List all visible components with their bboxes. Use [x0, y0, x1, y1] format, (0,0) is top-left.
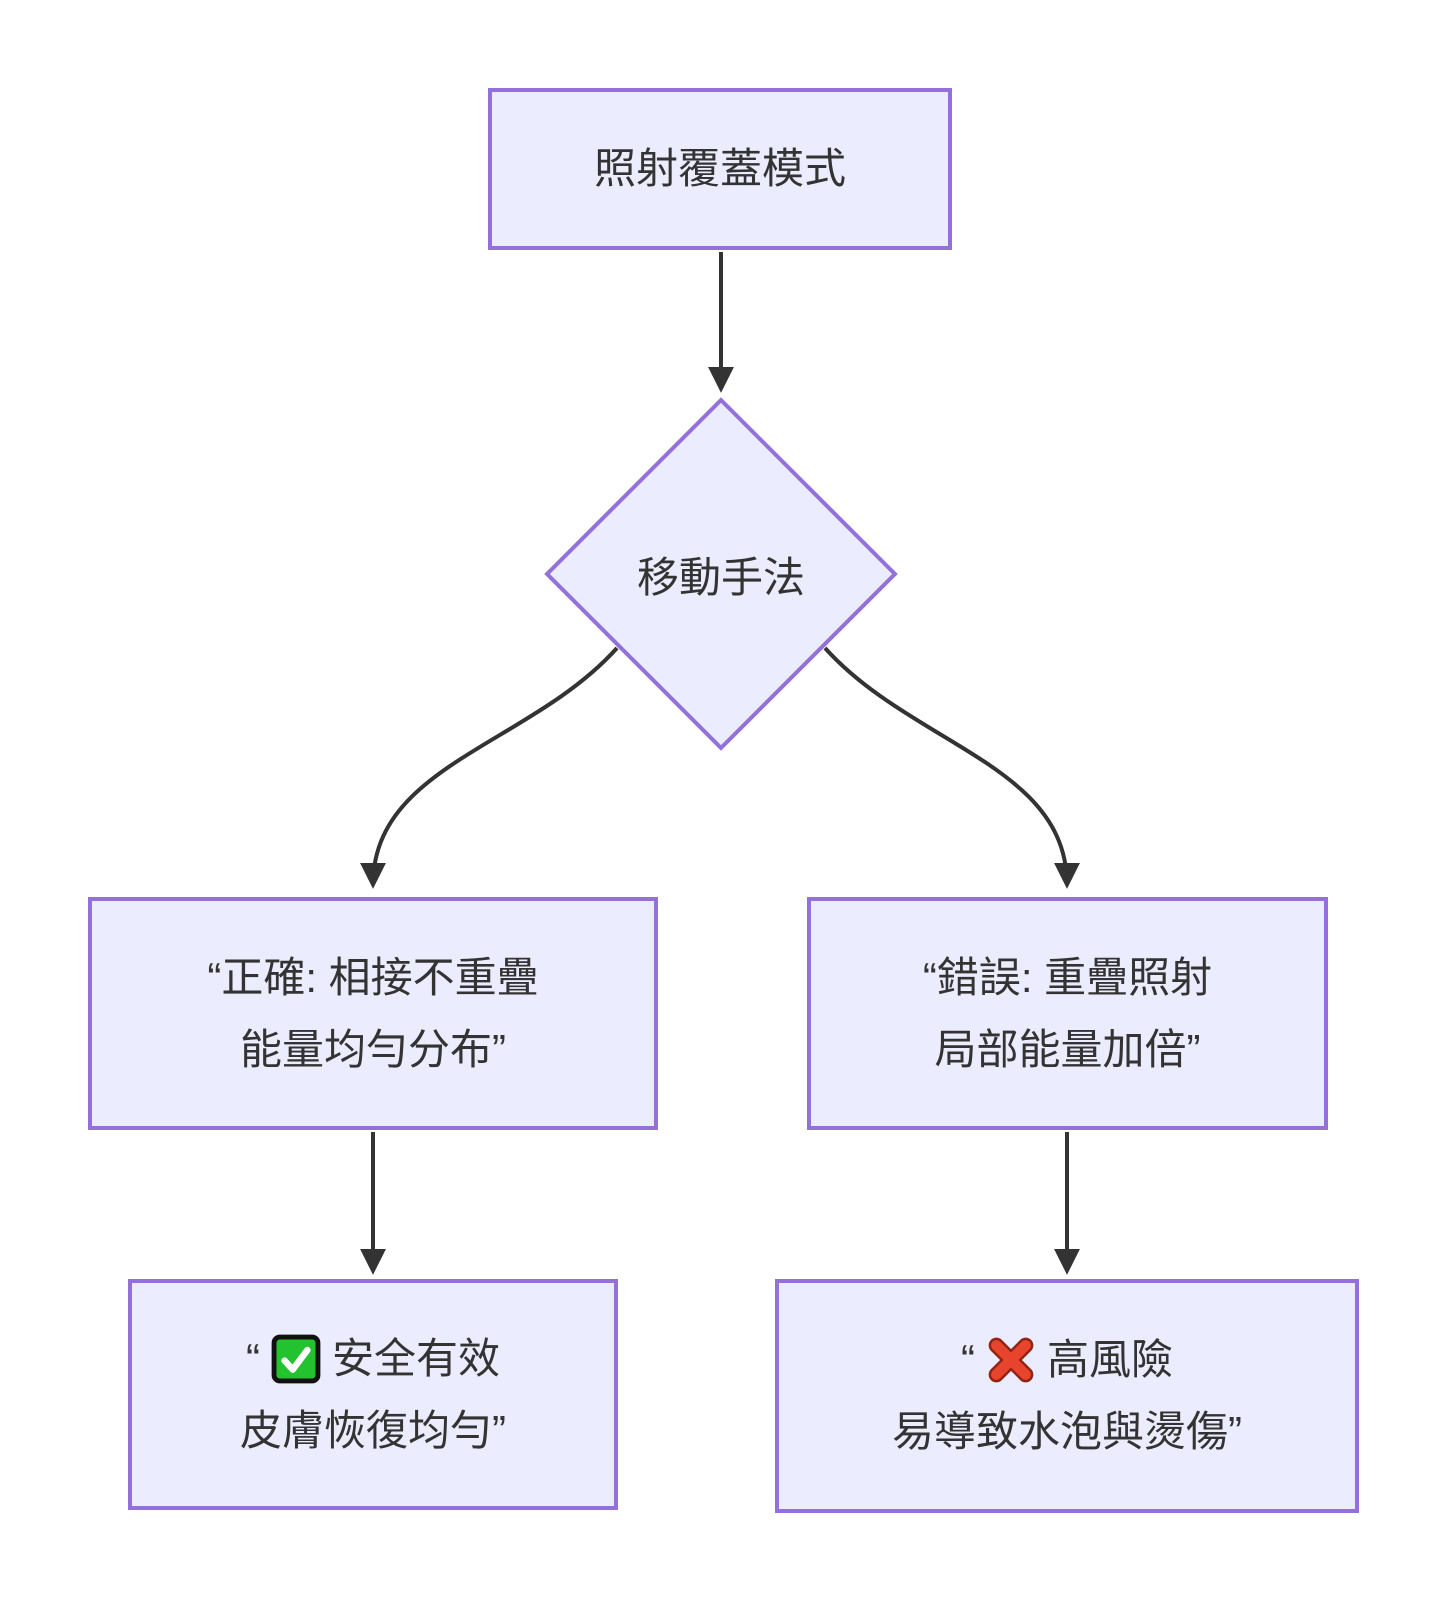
node-risk-outcome: “ 高風險 易導致水泡與燙傷”: [775, 1279, 1359, 1513]
node-correct-technique: “正確: 相接不重疊 能量均勻分布”: [88, 897, 658, 1130]
node-risk-line2: 易導致水泡與燙傷”: [892, 1408, 1242, 1455]
node-wrong-line1: “錯誤: 重疊照射: [922, 953, 1213, 1001]
node-wrong-line2: 局部能量加倍”: [934, 1025, 1201, 1073]
node-technique-label: 移動手法: [636, 553, 805, 601]
node-risk-line1: “ 高風險: [961, 1324, 1173, 1396]
node-safe-outcome: “ 安全有效 皮膚恢復均勻”: [128, 1279, 618, 1510]
node-safe-line2: 皮膚恢復均勻”: [240, 1406, 506, 1454]
node-safe-line1-text: 安全有效: [331, 1334, 500, 1382]
open-quote: “: [245, 1334, 260, 1382]
node-coverage-mode-label: 照射覆蓋模式: [593, 145, 846, 192]
node-safe-line1: “ 安全有效: [246, 1323, 500, 1395]
node-coverage-mode: 照射覆蓋模式: [488, 88, 952, 250]
node-technique-label-wrap: 移動手法: [546, 449, 896, 699]
node-correct-line1: “正確: 相接不重疊: [207, 953, 539, 1001]
node-wrong-technique: “錯誤: 重疊照射 局部能量加倍”: [807, 897, 1328, 1130]
node-correct-line2: 能量均勻分布”: [240, 1025, 506, 1073]
cross-mark-icon: [988, 1337, 1034, 1383]
node-risk-line1-text: 高風險: [1046, 1336, 1173, 1383]
open-quote: “: [960, 1336, 975, 1383]
check-mark-icon: [271, 1334, 321, 1383]
